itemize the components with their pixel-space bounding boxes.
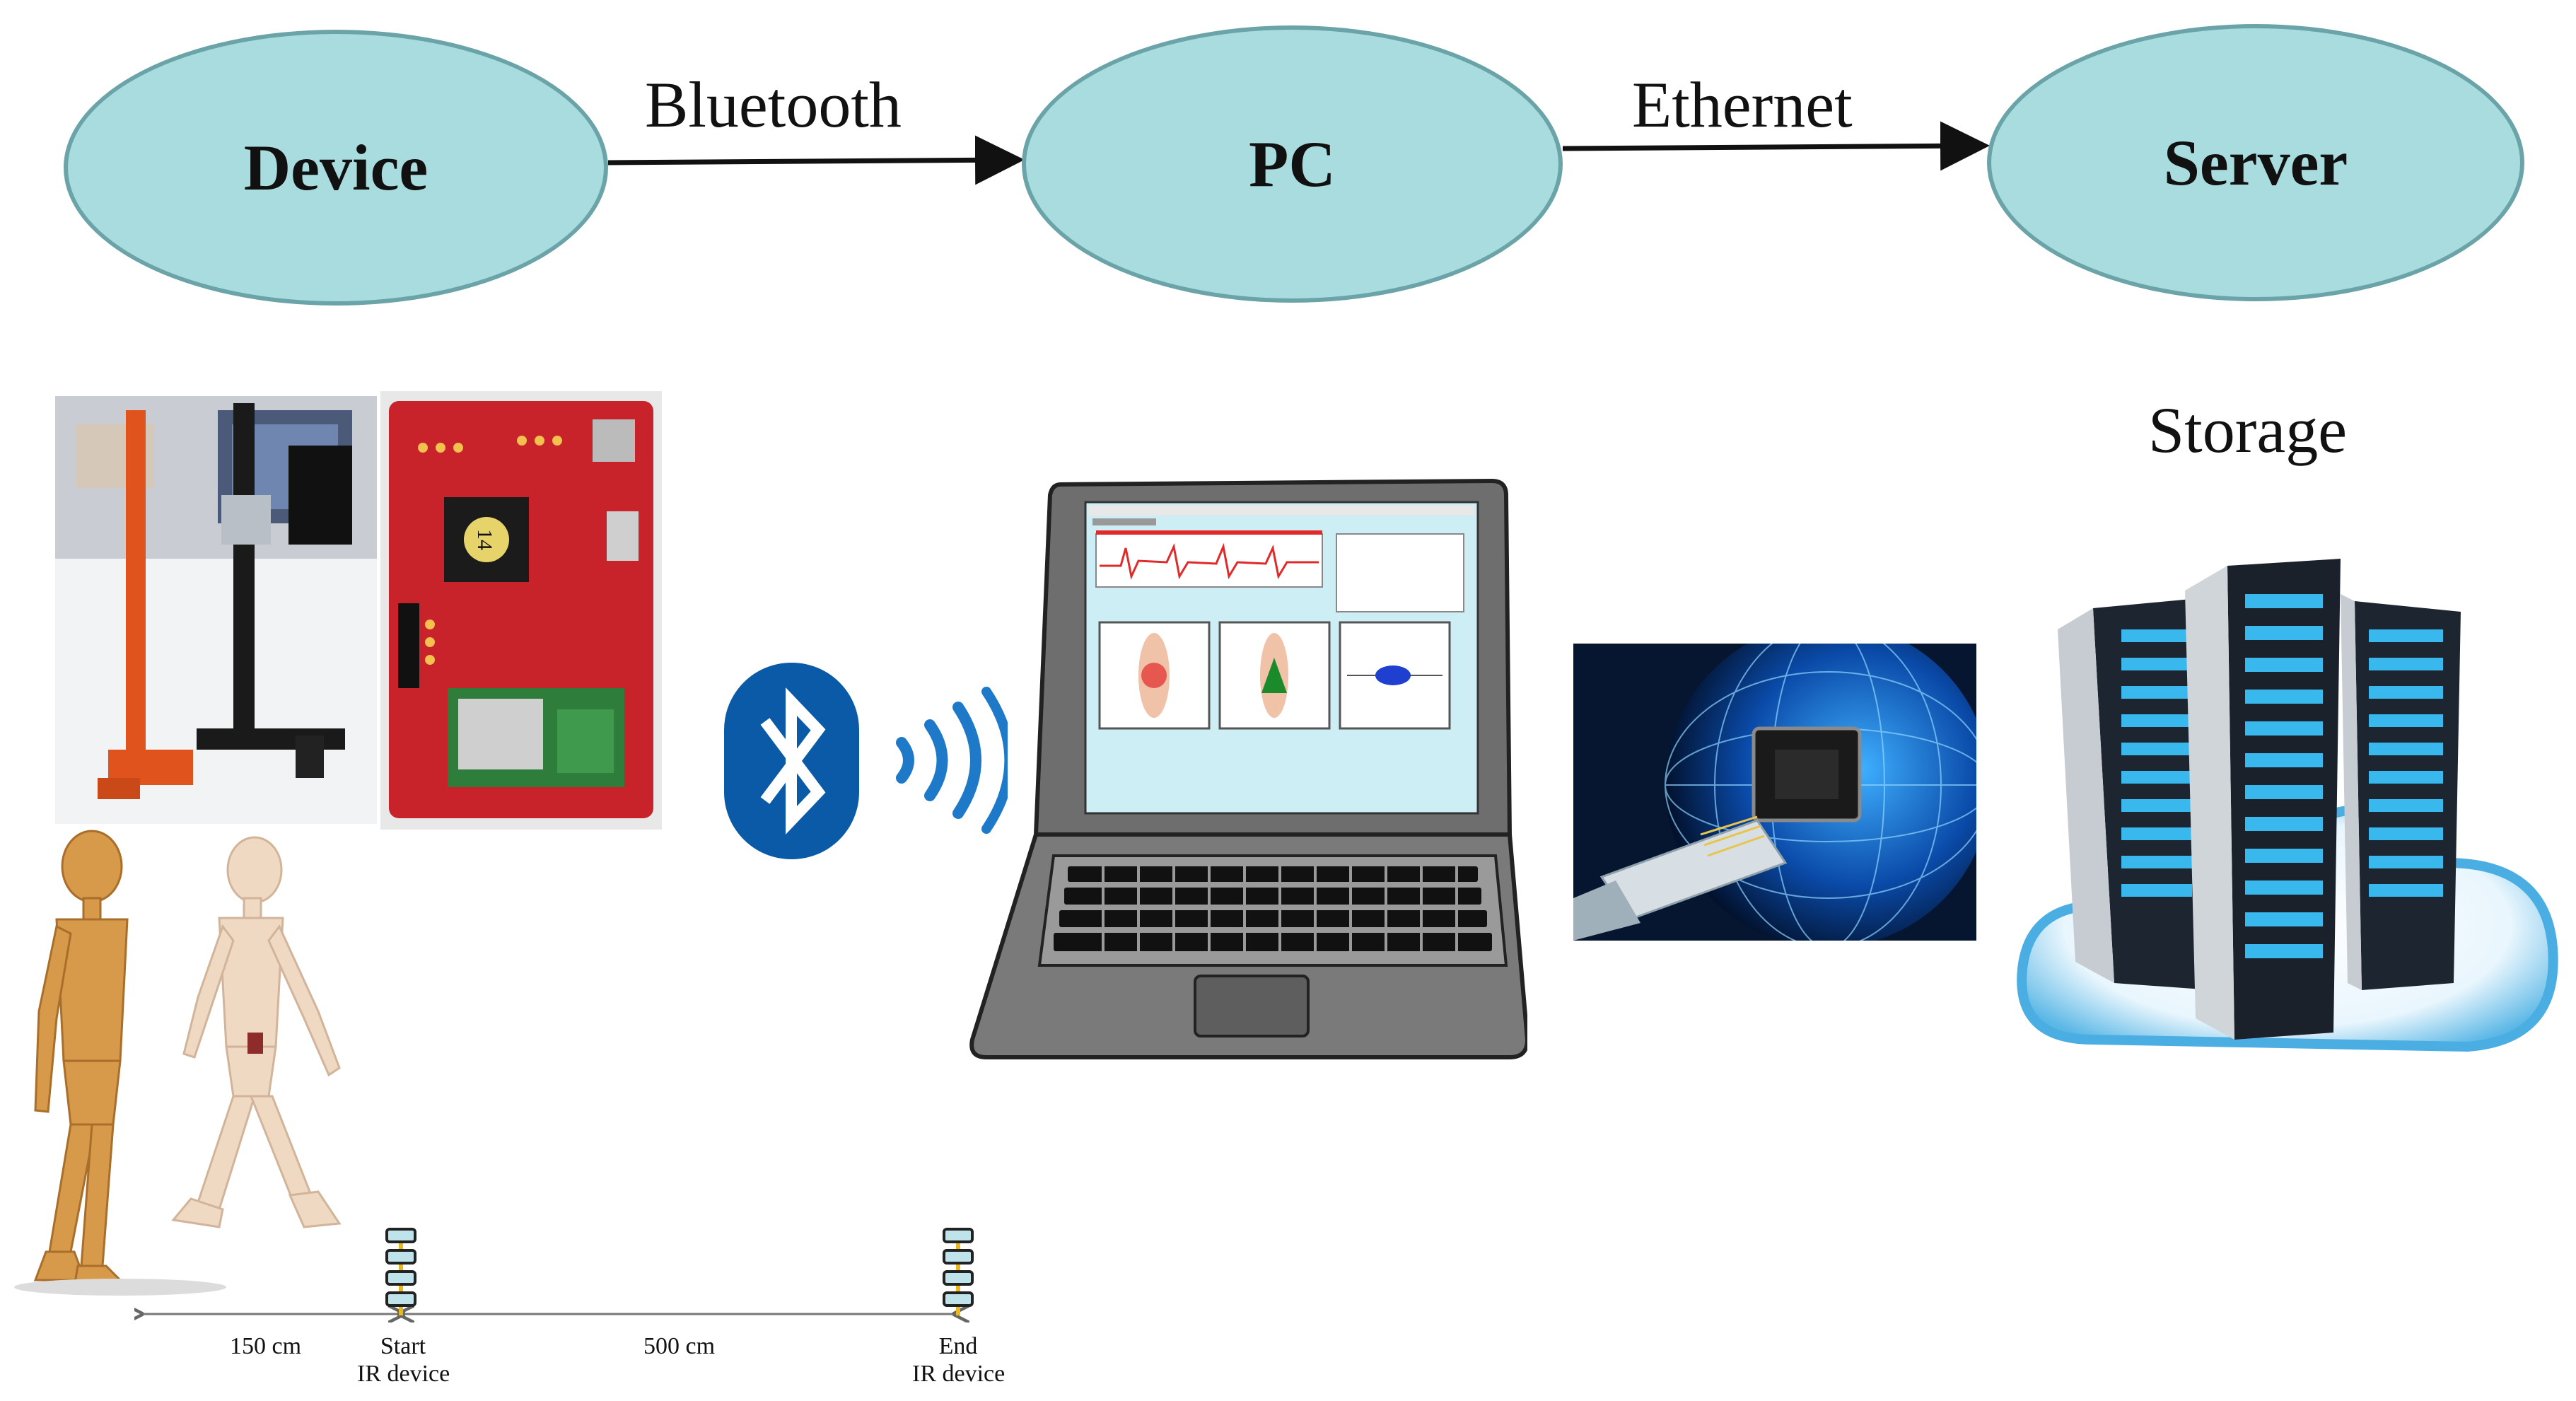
laptop-icon [969,478,1527,1059]
start-ir-label: Start IR device [357,1332,450,1388]
node-server: Server [1987,24,2524,301]
end-ir-label-line2: IR device [912,1361,1006,1388]
server-rack-left [2058,598,2213,990]
distance-500: 500 cm [643,1333,716,1359]
end-ir-label: End IR device [912,1332,1006,1388]
edge-label-bluetooth: Bluetooth [645,69,902,141]
device-photo-pcb: 14 [380,391,662,830]
start-ir-device-icon [385,1228,416,1315]
end-ir-device-icon [943,1228,974,1315]
edge-label-ethernet: Ethernet [1632,69,1853,141]
arrow-device-to-pc [607,135,1025,185]
walkway-ruler [134,1228,974,1344]
arrow-pc-to-server [1562,121,1990,171]
walking-figures-illustration [14,830,342,1296]
distance-150: 150 cm [230,1333,302,1359]
node-device: Device [64,30,608,306]
device-photo-stands [55,396,377,824]
storage-label: Storage [2148,394,2348,466]
ethernet-globe-icon [1573,644,1976,941]
end-ir-label-line1: End [938,1333,978,1359]
node-server-label: Server [2163,127,2348,199]
node-device-label: Device [243,132,429,204]
start-ir-label-line2: IR device [357,1361,450,1388]
server-rack-middle [2185,559,2341,1040]
svg-text:14: 14 [473,529,496,550]
node-pc-label: PC [1249,128,1336,200]
wireless-waves-icon [896,687,1008,834]
node-pc: PC [1022,25,1563,303]
server-cloud-icon [2017,559,2558,1052]
flow-arrows [607,121,1990,185]
server-rack-right [2341,594,2461,990]
start-ir-label-line1: Start [380,1333,426,1359]
bluetooth-icon [724,663,859,859]
